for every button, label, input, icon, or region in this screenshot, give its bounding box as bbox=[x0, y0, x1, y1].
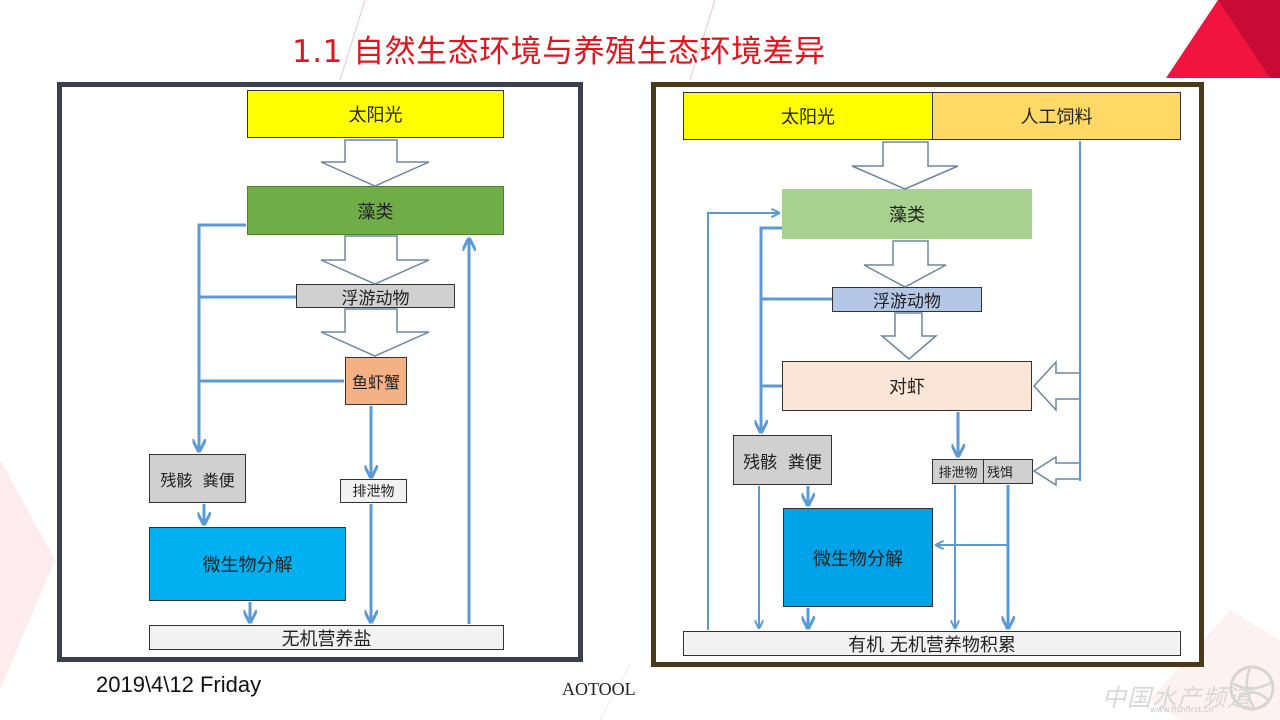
right-residual-feed-box: 残饵 bbox=[983, 459, 1033, 484]
right-artificial-feed-box: 人工饲料 bbox=[932, 92, 1181, 140]
right-zooplankton-to-shrimp-hollow-arrow bbox=[879, 312, 939, 360]
left-excreta-label: 排泄物 bbox=[352, 484, 395, 500]
right-artificial-feed-label: 人工饲料 bbox=[1020, 107, 1093, 128]
left-fish-shrimp-crab-box: 鱼虾蟹 bbox=[345, 357, 407, 405]
dark-red-corner-shape bbox=[1218, 0, 1280, 78]
right-excreta-label: 排泄物 bbox=[938, 466, 978, 481]
right-residual-feed-label: 残饵 bbox=[987, 466, 1014, 481]
right-zooplankton-box: 浮游动物 bbox=[832, 287, 982, 312]
right-zooplankton-label: 浮游动物 bbox=[873, 292, 941, 312]
right-sunlight-label: 太阳光 bbox=[781, 107, 835, 128]
left-inorganic-nutrients-box: 无机营养盐 bbox=[149, 625, 504, 650]
decor-line bbox=[339, 0, 366, 81]
left-fish-shrimp-crab-label: 鱼虾蟹 bbox=[351, 373, 400, 392]
left-sunlight-label: 太阳光 bbox=[348, 105, 403, 126]
left-remains-feces-label: 残骸 粪便 bbox=[160, 470, 235, 490]
watermark-logo-text: 中国水产频道 bbox=[1102, 684, 1252, 712]
left-remains-feces-box: 残骸 粪便 bbox=[149, 454, 246, 503]
right-algae-to-zooplankton-hollow-arrow bbox=[863, 240, 947, 288]
right-feed-to-residual-hollow-arrow bbox=[1032, 455, 1081, 487]
right-excreta-box: 排泄物 bbox=[932, 459, 984, 484]
right-nutrient-accumulation-label: 有机 无机营养物积累 bbox=[848, 634, 1016, 656]
pink-side-shape bbox=[0, 460, 55, 690]
slide-title: 1.1 自然生态环境与养殖生态环境差异 bbox=[292, 34, 826, 70]
left-algae-to-zooplankton-hollow-arrow bbox=[320, 235, 430, 285]
left-algae-to-remains-arrow bbox=[199, 223, 246, 450]
left-excreta-box: 排泄物 bbox=[340, 479, 407, 503]
right-accumulation-to-algae-arrow bbox=[707, 213, 778, 630]
left-microbial-decomposition-box: 微生物分解 bbox=[149, 527, 346, 601]
left-microbial-decomposition-label: 微生物分解 bbox=[202, 555, 293, 576]
right-algae-box: 藻类 bbox=[782, 189, 1032, 239]
left-algae-label: 藻类 bbox=[357, 201, 394, 223]
decor-line bbox=[599, 664, 631, 720]
right-remains-feces-box: 残骸 粪便 bbox=[733, 435, 832, 485]
right-feed-to-shrimp-hollow-arrow bbox=[1032, 360, 1081, 412]
right-algae-label: 藻类 bbox=[889, 205, 925, 226]
footer-brand: AOTOOL bbox=[562, 679, 636, 699]
right-microbial-decomposition-label: 微生物分解 bbox=[813, 548, 903, 570]
right-microbial-decomposition-box: 微生物分解 bbox=[783, 508, 933, 607]
left-inorganic-nutrients-label: 无机营养盐 bbox=[281, 628, 372, 650]
watermark-url: www.fishfirst.cn bbox=[1150, 705, 1214, 714]
footer-date: 2019\4\12 Friday bbox=[96, 672, 262, 697]
right-algae-to-remains-arrow bbox=[761, 226, 782, 431]
right-sunlight-box: 太阳光 bbox=[683, 92, 933, 140]
right-shrimp-label: 对虾 bbox=[889, 377, 925, 398]
left-zooplankton-label: 浮游动物 bbox=[341, 288, 410, 309]
right-shrimp-box: 对虾 bbox=[782, 361, 1032, 411]
right-nutrient-accumulation-box: 有机 无机营养物积累 bbox=[683, 631, 1181, 656]
right-remains-feces-label: 残骸 粪便 bbox=[743, 452, 822, 473]
left-sunlight-box: 太阳光 bbox=[247, 90, 504, 138]
left-zooplankton-to-fish-hollow-arrow bbox=[320, 308, 430, 357]
globe-icon bbox=[1229, 665, 1275, 711]
right-sun-to-algae-hollow-arrow bbox=[851, 141, 959, 190]
decor-line bbox=[689, 0, 716, 81]
left-sunlight-to-algae-hollow-arrow bbox=[320, 139, 430, 187]
